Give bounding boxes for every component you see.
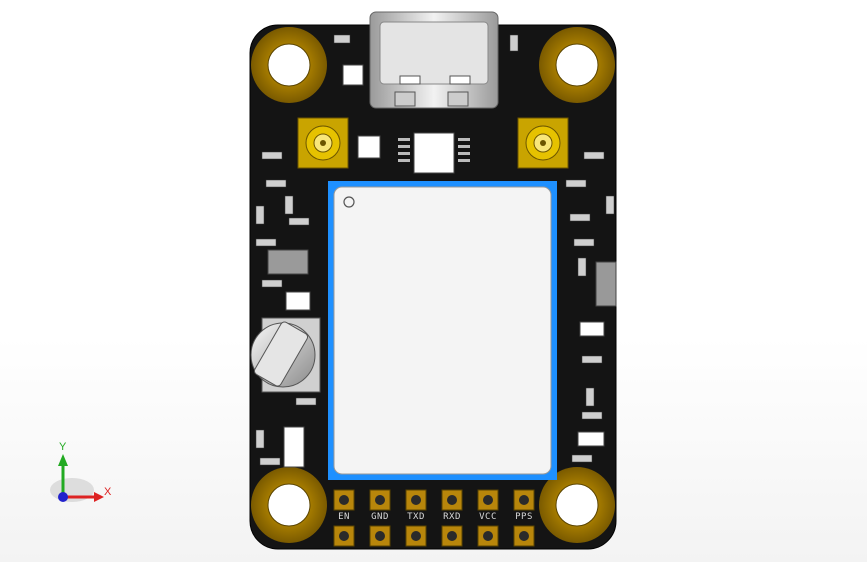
smd-passives bbox=[255, 34, 615, 466]
pin-label-txd: TXD bbox=[407, 512, 425, 522]
axis-y-label: Y bbox=[59, 441, 67, 453]
pin-label-rxd: RXD bbox=[443, 512, 461, 522]
gps-module-body bbox=[333, 186, 552, 475]
mounting-hole-top-right bbox=[539, 27, 615, 103]
component-right-2 bbox=[579, 321, 605, 337]
component-right-1 bbox=[595, 261, 617, 307]
mounting-hole-bottom-right bbox=[539, 467, 615, 543]
pin-label-gnd: GND bbox=[371, 512, 389, 522]
pin1-marker bbox=[343, 196, 355, 208]
ic-pins-right bbox=[458, 138, 470, 162]
header-pin-holes-top bbox=[339, 495, 529, 505]
ic-chip-center bbox=[413, 132, 455, 174]
component-left-3 bbox=[283, 426, 305, 468]
pin-label-pps: PPS bbox=[515, 512, 533, 522]
coin-cell-battery bbox=[250, 317, 321, 393]
component-left-1 bbox=[267, 249, 309, 275]
pin-label-vcc: VCC bbox=[479, 512, 497, 522]
small-component-left bbox=[357, 135, 381, 159]
ufl-connector-left bbox=[297, 117, 349, 169]
usb-c-connector bbox=[369, 11, 499, 109]
component-right-3 bbox=[577, 431, 605, 447]
ic-pins-left bbox=[398, 138, 410, 162]
pin-label-en: EN bbox=[338, 512, 350, 522]
small-led bbox=[342, 64, 364, 86]
mounting-hole-bottom-left bbox=[251, 467, 327, 543]
component-left-2 bbox=[285, 291, 311, 311]
header-pin-holes-bottom bbox=[339, 531, 529, 541]
mounting-hole-top-left bbox=[251, 27, 327, 103]
axis-triad-icon bbox=[50, 454, 104, 502]
axis-x-label: X bbox=[104, 486, 112, 498]
ufl-connector-right bbox=[517, 117, 569, 169]
